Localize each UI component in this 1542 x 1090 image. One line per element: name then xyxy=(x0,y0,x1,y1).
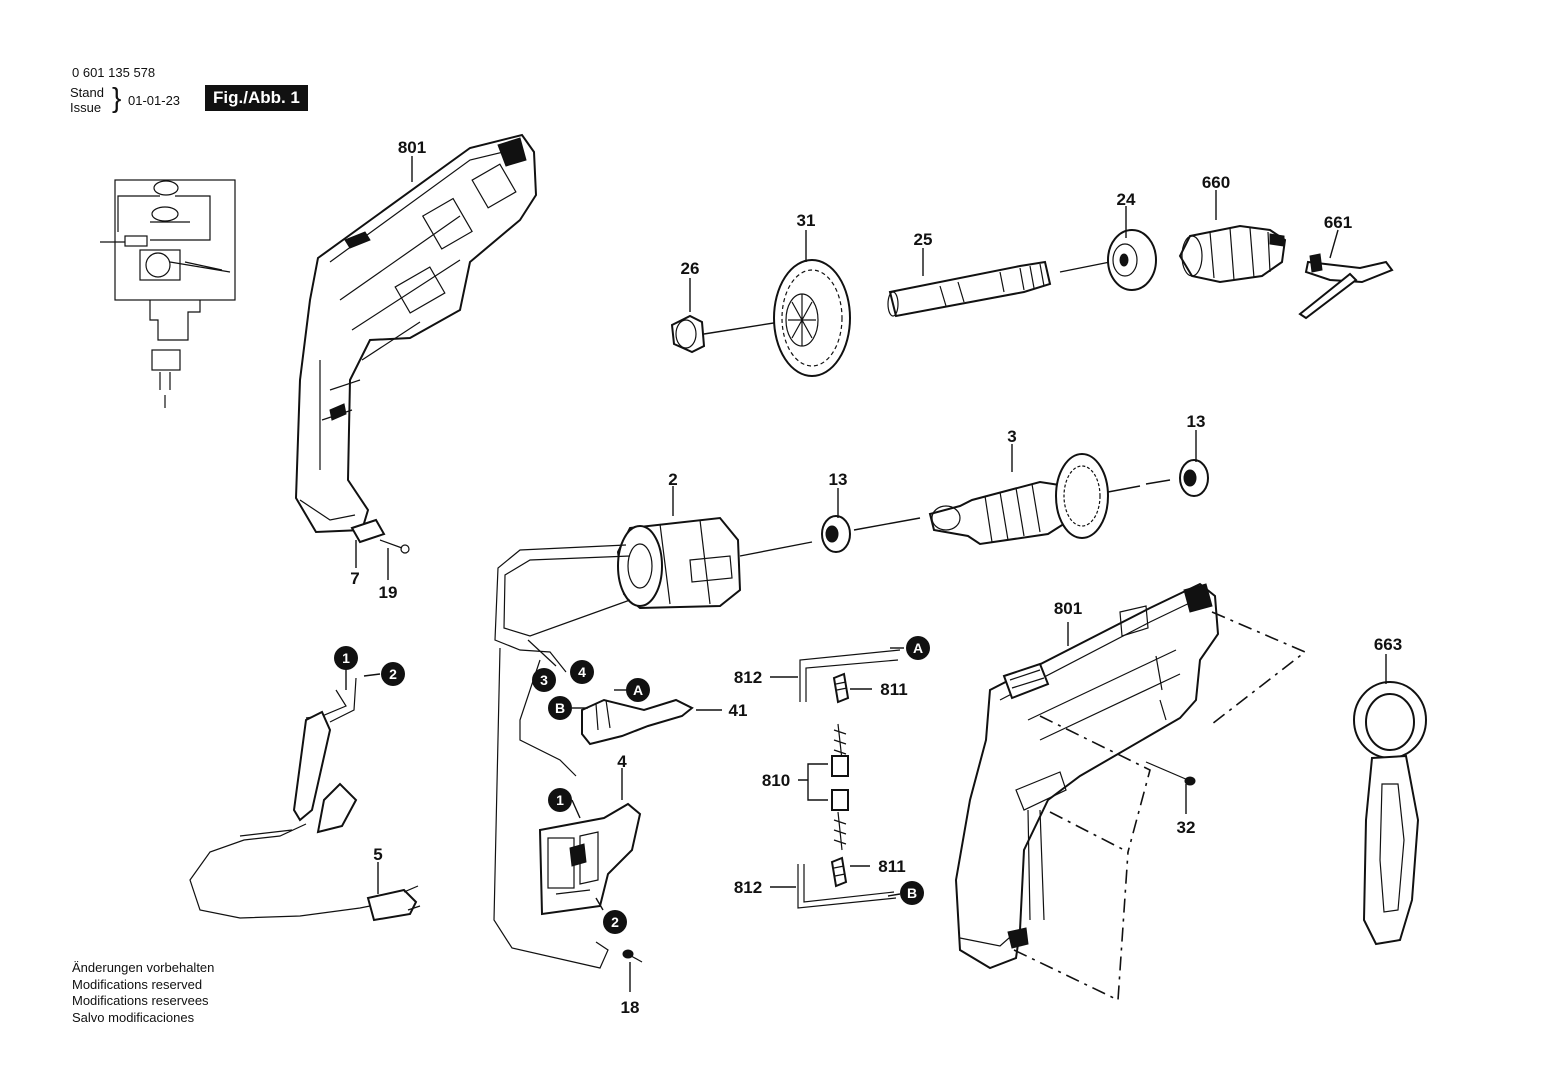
callout-25: 25 xyxy=(914,230,933,249)
callout-24: 24 xyxy=(1117,190,1136,209)
chuck-key-661 xyxy=(1298,253,1394,320)
callout-811-bottom: 811 xyxy=(878,857,905,876)
callout-31: 31 xyxy=(797,211,816,230)
callout-19: 19 xyxy=(379,583,398,602)
callout-13-front: 13 xyxy=(829,470,848,489)
part-number: 0 601 135 578 xyxy=(72,65,156,80)
callout-5: 5 xyxy=(373,845,382,864)
screw-32 xyxy=(1145,761,1196,786)
leader-lines xyxy=(345,156,1387,992)
stator-leads xyxy=(493,544,631,969)
auxiliary-handle-663 xyxy=(1353,681,1427,946)
svg-text:1: 1 xyxy=(342,650,350,666)
issue-date: 01-01-23 xyxy=(128,93,181,108)
badge-A-brush: A xyxy=(906,636,930,660)
callout-4: 4 xyxy=(617,752,627,771)
stand-label: Stand xyxy=(70,85,104,100)
field-stator-2 xyxy=(616,516,813,610)
brace-glyph: } xyxy=(112,82,122,113)
notice-line-fr: Modifications reservees xyxy=(72,993,209,1008)
callout-661: 661 xyxy=(1324,213,1352,232)
callout-812-top: 812 xyxy=(734,668,762,687)
callout-13-rear: 13 xyxy=(1187,412,1206,431)
switch-4 xyxy=(538,802,642,916)
bearing-26 xyxy=(670,314,781,354)
notice-line-es: Salvo modificaciones xyxy=(72,1009,195,1025)
housing-shell-801-upper xyxy=(294,133,538,534)
svg-text:2: 2 xyxy=(611,914,619,930)
brush-spring-811-bottom xyxy=(830,856,848,888)
callout-810: 810 xyxy=(762,771,790,790)
badge-3-lead: 3 xyxy=(532,668,556,692)
assembly-dashed-lines xyxy=(1013,611,1307,1002)
brush-holder-812-bottom xyxy=(797,864,897,909)
callout-663: 663 xyxy=(1374,635,1402,654)
brush-spring-811-top xyxy=(832,672,850,704)
callout-32: 32 xyxy=(1177,818,1196,837)
callout-660: 660 xyxy=(1202,173,1230,192)
callout-7: 7 xyxy=(350,569,359,588)
carbon-brush-810 xyxy=(831,723,849,851)
callout-18: 18 xyxy=(621,998,640,1017)
power-cord-5 xyxy=(189,677,421,922)
bearing-13-front xyxy=(821,515,921,553)
callout-812-bottom: 812 xyxy=(734,878,762,897)
svg-text:1: 1 xyxy=(556,792,564,808)
ball-bearing-24 xyxy=(1107,229,1157,291)
callout-801-housing-upper: 801 xyxy=(398,138,426,157)
callout-3: 3 xyxy=(1007,427,1016,446)
notice-line-de: Änderungen vorbehalten xyxy=(72,960,215,975)
badge-B-suppressor: B xyxy=(548,696,572,720)
svg-text:A: A xyxy=(913,640,923,656)
badge-2-cord: 2 xyxy=(381,662,405,686)
callout-41: 41 xyxy=(729,701,748,720)
svg-text:A: A xyxy=(633,682,643,698)
svg-text:B: B xyxy=(907,885,917,901)
badge-4-lead: 4 xyxy=(570,660,594,684)
svg-text:4: 4 xyxy=(578,664,586,680)
callout-801-housing-lower: 801 xyxy=(1054,599,1082,618)
svg-text:2: 2 xyxy=(389,666,397,682)
badge-1-cord: 1 xyxy=(334,646,358,670)
housing-shell-801-lower xyxy=(954,582,1220,970)
wiring-schematic xyxy=(100,179,236,408)
svg-text:B: B xyxy=(555,700,565,716)
callout-26: 26 xyxy=(681,259,700,278)
badge-2-switch: 2 xyxy=(603,910,627,934)
issue-label: Issue xyxy=(70,100,102,115)
brush-holder-812-top xyxy=(799,649,901,702)
callout-2: 2 xyxy=(668,470,677,489)
badge-1-switch: 1 xyxy=(548,788,572,812)
badge-B-brush: B xyxy=(900,881,924,905)
spindle-25 xyxy=(887,260,1111,318)
svg-text:3: 3 xyxy=(540,672,548,688)
drill-chuck-660 xyxy=(1178,224,1287,284)
screw-19 xyxy=(379,539,410,554)
suppressor-41 xyxy=(581,698,722,746)
figure-label: Fig./Abb. 1 xyxy=(205,85,308,111)
screw-18 xyxy=(622,949,643,963)
bearing-13-rear xyxy=(1179,459,1209,497)
cable-clamp-7 xyxy=(350,518,386,544)
gear-31 xyxy=(773,259,851,377)
callout-811-top: 811 xyxy=(880,680,907,699)
badge-A-suppressor: A xyxy=(626,678,650,702)
modifications-notice: Änderungen vorbehalten Modifications res… xyxy=(72,960,214,1026)
notice-line-en: Modifications reserved xyxy=(72,976,203,992)
armature-3 xyxy=(928,453,1171,546)
